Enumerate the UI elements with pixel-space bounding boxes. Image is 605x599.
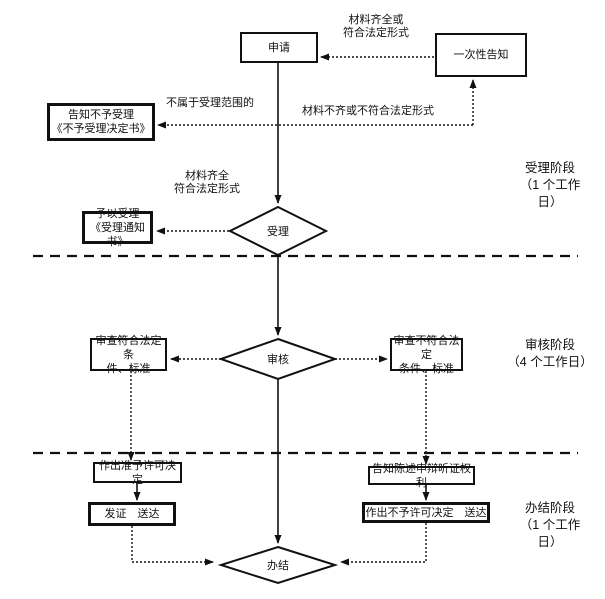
node-grant-decision: 作出准予许可决定: [93, 460, 182, 486]
edge-deny-to-finish: [340, 523, 427, 566]
node-apply: 申请: [240, 32, 318, 63]
stage-label-acceptance: 受理阶段 （1 个工作 日）: [519, 161, 581, 209]
stage-label-review: 审核阶段 （4 个工作日）: [507, 338, 593, 369]
node-deny-decision: 作出不予许可决定 送达: [362, 502, 490, 523]
node-review-fail: 审查不符合法定 条件、标准: [390, 335, 463, 375]
node-reject-notice: 告知不予受理 《不予受理决定书》: [47, 103, 155, 141]
node-one-time-notice: 一次性告知: [435, 33, 527, 77]
node-issue-deliver: 发证 送达: [88, 502, 176, 526]
edge-label-complete-legal: 材料齐全 符合法定形式: [174, 170, 240, 195]
review-diamond-label: 审核: [267, 354, 289, 366]
node-notify-rights: 告知陈述申辩听证权利: [368, 463, 475, 489]
finish-diamond: [217, 545, 339, 585]
accept-diamond: [227, 205, 329, 257]
edge-label-complete-or-legal: 材料齐全或 符合法定形式: [343, 14, 409, 39]
node-review-pass: 审查符合法定条 件、标准: [90, 335, 167, 375]
review-diamond: [217, 337, 339, 381]
edge-issue-to-finish: [131, 526, 214, 566]
node-accept-notice: 予以受理 《受理通知书》: [82, 208, 153, 248]
accept-diamond-label: 受理: [267, 226, 289, 238]
edge-label-incomplete-or-illegal: 材料不齐或不符合法定形式: [302, 105, 434, 117]
edge-label-not-in-scope: 不属于受理范围的: [166, 97, 254, 109]
stage-label-completion: 办结阶段 （1 个工作 日）: [519, 501, 581, 549]
finish-diamond-label: 办结: [267, 560, 289, 572]
